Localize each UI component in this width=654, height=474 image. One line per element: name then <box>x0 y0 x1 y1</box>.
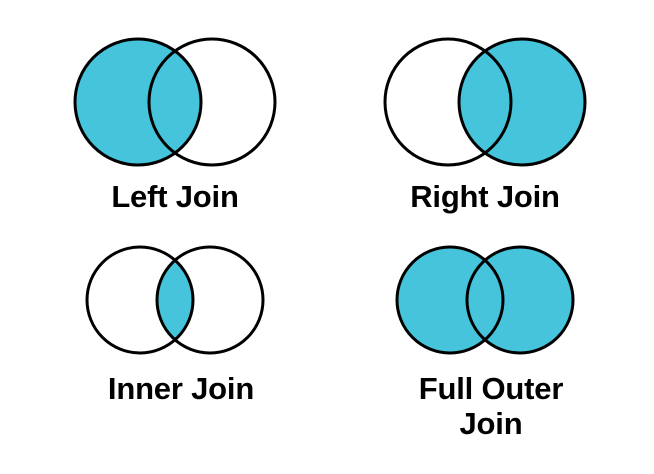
diagram-right-join[interactable]: Right Join <box>370 36 600 215</box>
full-outer-join-venn-svg <box>395 245 575 355</box>
left-join-label: Left Join <box>111 179 239 214</box>
inner-join-left-outline <box>85 245 195 355</box>
full-outer-join-right-region <box>467 247 573 353</box>
right-join-left-outline <box>383 37 513 167</box>
inner-join-label: Inner Join <box>107 371 255 406</box>
left-join-intersection-region <box>149 39 201 165</box>
left-join-left-outline <box>73 37 203 167</box>
full-outer-join-right-outline <box>465 245 575 355</box>
right-join-label: Right Join <box>410 179 560 214</box>
diagram-left-join[interactable]: Left Join <box>60 36 290 215</box>
right-join-intersection-region <box>459 39 511 165</box>
full-outer-join-label: Full Outer Join <box>418 371 564 441</box>
diagram-full-outer-join[interactable]: Full Outer Join <box>376 244 606 441</box>
inner-join-intersection-region <box>157 247 193 353</box>
diagram-inner-join[interactable]: Inner Join <box>66 244 296 407</box>
right-join-right-outline <box>457 37 587 167</box>
left-join-venn-svg <box>73 37 277 167</box>
full-outer-join-left-outline <box>395 245 505 355</box>
left-join-right-outline <box>147 37 277 167</box>
inner-join-venn-svg <box>85 245 265 355</box>
right-join-venn-svg <box>383 37 587 167</box>
inner-join-right-outline <box>155 245 265 355</box>
